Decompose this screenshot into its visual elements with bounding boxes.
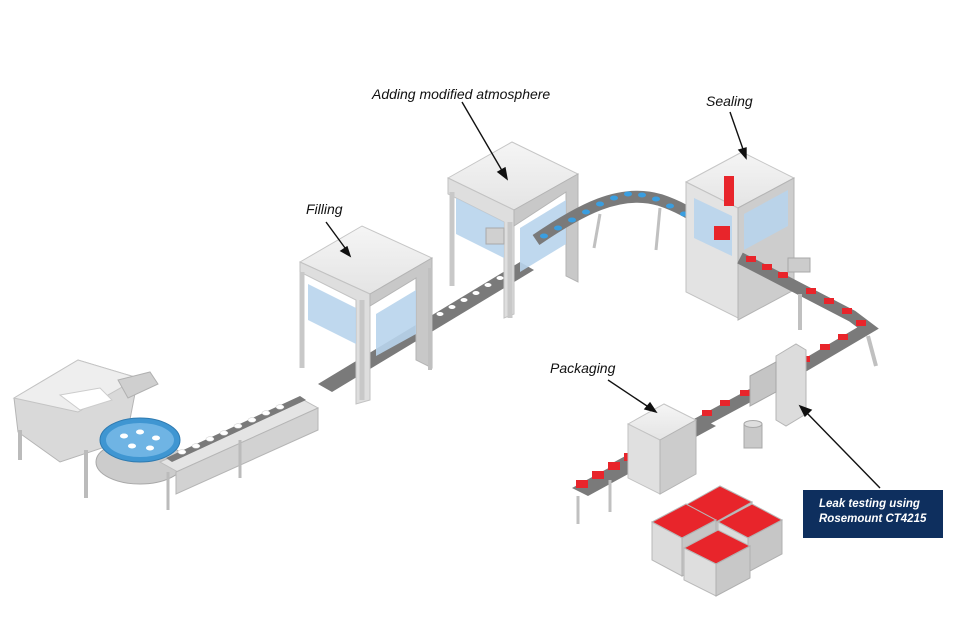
- label-sealing: Sealing: [706, 93, 753, 109]
- leak-test-device: [743, 343, 807, 449]
- label-atmosphere: Adding modified atmosphere: [372, 86, 551, 102]
- packaging-machine: [572, 403, 716, 524]
- leak-testing-callout: Leak testing using Rosemount CT4215: [803, 490, 943, 538]
- callout-line-2: Rosemount CT4215: [819, 513, 927, 525]
- sealing-machine: [684, 151, 796, 321]
- filling-machine: [298, 225, 434, 405]
- rotary-table: [95, 417, 185, 485]
- label-arrows: [325, 101, 881, 489]
- hopper: [12, 359, 159, 498]
- box: [682, 529, 752, 597]
- label-filling: Filling: [306, 201, 343, 217]
- callout-line-1: Leak testing using: [819, 498, 920, 510]
- packed-boxes: [650, 485, 784, 597]
- conveyor-1: [158, 396, 320, 510]
- label-packaging: Packaging: [550, 360, 616, 376]
